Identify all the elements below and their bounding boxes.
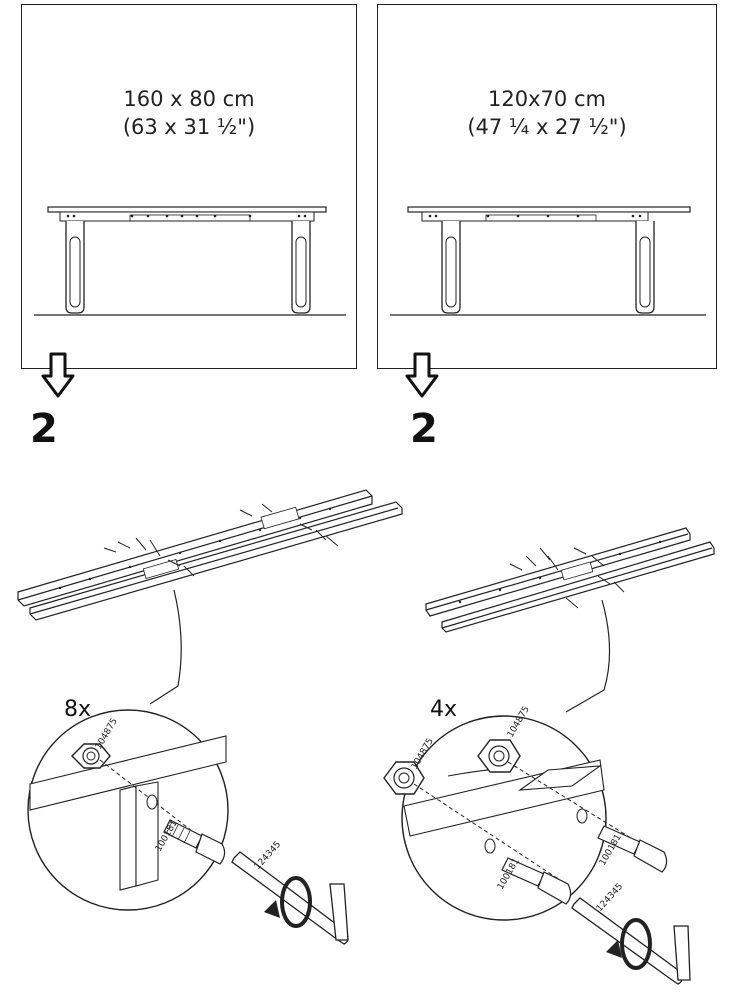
size-metric-label: 160 x 80 cm: [123, 87, 255, 111]
hex-key-icon: [571, 897, 691, 985]
size-imperial-label: (47 ¼ x 27 ½"): [467, 115, 627, 139]
rotate-arrow-icon: [264, 876, 312, 928]
step-number: 2: [30, 406, 58, 452]
hex-nut-icon: [71, 743, 111, 769]
hex-nut-icon: [477, 739, 521, 773]
key-part-number: 124345: [595, 882, 625, 914]
down-arrow-icon: [405, 352, 439, 398]
rotate-arrow-icon: [606, 918, 652, 970]
hex-nut-icon: [383, 761, 425, 795]
size-metric-label: 120x70 cm: [488, 87, 606, 111]
step-number: 2: [410, 406, 438, 452]
quantity-label: 8x: [64, 697, 92, 722]
option-panel-120x70: 120x70 cm (47 ¼ x 27 ½"): [377, 4, 717, 369]
desk-side-view: [34, 206, 346, 316]
size-imperial-label: (63 x 31 ½"): [122, 115, 256, 139]
down-arrow-icon: [41, 352, 75, 398]
quantity-label: 4x: [430, 697, 458, 722]
hex-key-icon: [231, 851, 349, 945]
desk-side-view: [390, 206, 706, 316]
option-panel-160x80: 160 x 80 cm (63 x 31 ½"): [21, 4, 357, 369]
